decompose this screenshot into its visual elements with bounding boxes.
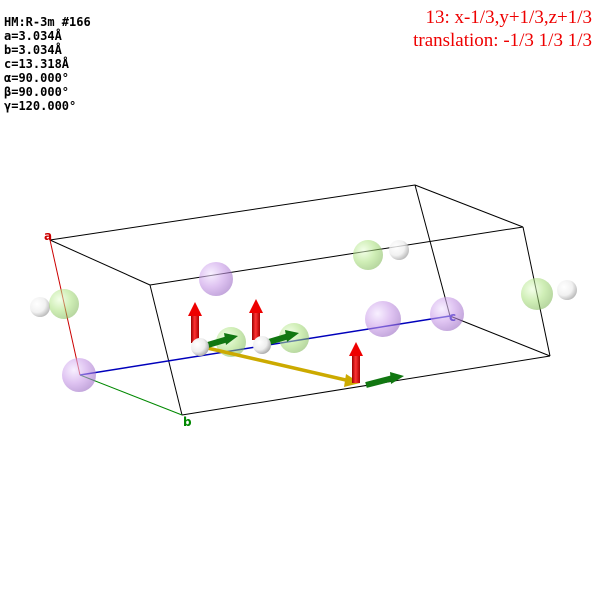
green-atom	[521, 278, 553, 310]
red-arrowhead	[349, 342, 363, 356]
green-arrow	[365, 375, 394, 388]
cell-b-label: b=3.034Å	[4, 43, 62, 57]
cell-gamma-label: γ=120.000°	[4, 99, 77, 113]
white-atom	[253, 336, 271, 354]
green-atom	[49, 289, 79, 319]
green-arrowhead	[224, 333, 238, 345]
b-axis-label: b	[183, 415, 192, 429]
purple-atom	[62, 358, 96, 392]
red-arrow	[191, 313, 199, 343]
symmetry-operation-label: 13: x-1/3,y+1/3,z+1/3	[425, 7, 592, 28]
cell-c-label: c=13.318Å	[4, 57, 70, 71]
red-arrow	[252, 310, 260, 340]
cell-a-label: a=3.034Å	[4, 29, 62, 43]
red-arrow	[352, 353, 360, 383]
white-atom	[191, 338, 209, 356]
green-atom	[353, 240, 383, 270]
space-group-label: HM:R-3m #166	[4, 15, 91, 29]
red-arrowhead	[249, 299, 263, 313]
cell-info-panel: HM:R-3m #166 a=3.034Å b=3.034Å c=13.318Å…	[4, 15, 91, 113]
b-axis-line	[79, 374, 183, 416]
green-arrowhead	[390, 372, 404, 384]
green-atom	[216, 327, 246, 357]
unit-cell-box	[49, 184, 551, 416]
translation-vector	[202, 345, 360, 387]
purple-atom	[430, 297, 464, 331]
white-atom	[389, 240, 409, 260]
cell-alpha-label: α=90.000°	[4, 71, 70, 85]
translation-label: translation: -1/3 1/3 1/3	[413, 30, 592, 51]
symmetry-arrows	[188, 299, 404, 388]
cell-beta-label: β=90.000°	[4, 85, 70, 99]
symmetry-operation-panel: 13: x-1/3,y+1/3,z+1/3 translation: -1/3 …	[413, 6, 592, 52]
purple-atom	[199, 262, 233, 296]
purple-atom	[365, 301, 401, 337]
a-axis-label: a	[44, 229, 52, 243]
white-atom	[557, 280, 577, 300]
atoms-back	[30, 240, 577, 392]
green-arrowhead	[285, 330, 299, 342]
red-arrowhead	[188, 302, 202, 316]
white-atom	[30, 297, 50, 317]
